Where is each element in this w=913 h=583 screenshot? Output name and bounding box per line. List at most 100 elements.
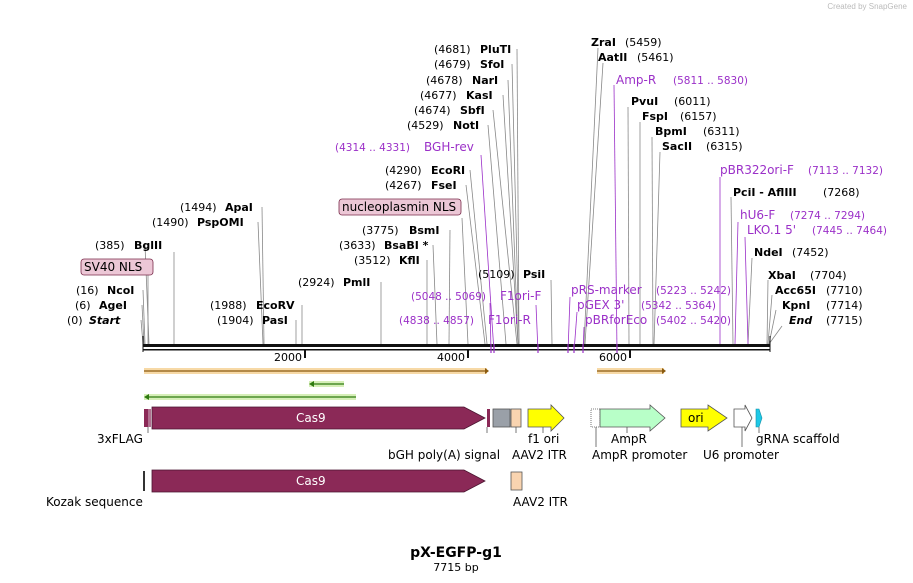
enzyme-name: NcoI bbox=[107, 284, 134, 297]
grna-scaffold bbox=[755, 408, 763, 428]
feature-labels: 3xFLAG bGH poly(A) signal f1 ori AAV2 IT… bbox=[97, 432, 840, 462]
enzyme-pos: (1988) bbox=[210, 299, 247, 312]
primer-name: Amp-R bbox=[616, 73, 656, 87]
primer-range: (4314 .. 4331) bbox=[335, 142, 410, 154]
enzyme-pos: (3512) bbox=[354, 254, 391, 267]
enzyme-pos: (2924) bbox=[298, 276, 335, 289]
primer-range: (7274 .. 7294) bbox=[790, 210, 865, 222]
ruler-label: 4000 bbox=[437, 351, 465, 364]
primer-name: LKO.1 5' bbox=[747, 223, 796, 237]
ampr-arrow bbox=[599, 404, 666, 432]
enzyme-name: PciI - AflIII bbox=[733, 186, 797, 199]
enzyme-name: KpnI bbox=[782, 299, 810, 312]
nucleoplasmin-nls-label: nucleoplasmin NLS bbox=[338, 198, 462, 216]
enzyme-name: BsaBI * bbox=[384, 239, 429, 252]
enzyme-pos: (0) bbox=[67, 314, 83, 327]
flag-label: 3xFLAG bbox=[97, 432, 143, 446]
enzyme-name: EcoRV bbox=[256, 299, 295, 312]
ampr-label: AmpR bbox=[611, 432, 647, 446]
u6-promoter-label: U6 promoter bbox=[703, 448, 779, 462]
enzyme-name: Start bbox=[89, 314, 121, 327]
enzyme-name: SacII bbox=[662, 140, 692, 153]
itr-feature bbox=[510, 408, 522, 428]
sequence-backbone bbox=[142, 336, 771, 352]
enzyme-pos: (4290) bbox=[385, 164, 422, 177]
primer-name: pRS-marker bbox=[571, 283, 642, 297]
enzyme-pos: (6315) bbox=[706, 140, 743, 153]
sv40-nls-label: SV40 NLS bbox=[80, 258, 154, 276]
enzyme-pos: (7715) bbox=[826, 314, 863, 327]
enzyme-name: ZraI bbox=[591, 36, 616, 49]
bgh-label: bGH poly(A) signal bbox=[388, 448, 500, 462]
enzyme-name: BglII bbox=[134, 239, 162, 252]
itr-feature-2 bbox=[510, 471, 523, 491]
enzyme-pos: (7710) bbox=[826, 284, 863, 297]
enzyme-pos: (6311) bbox=[703, 125, 740, 138]
label-leader-lines bbox=[140, 47, 783, 345]
enzyme-name: Acc65I bbox=[775, 284, 816, 297]
primer-name: pGEX 3' bbox=[577, 298, 624, 312]
f1-ori-label: f1 ori bbox=[528, 432, 559, 446]
enzyme-name: NdeI bbox=[754, 246, 783, 259]
enzyme-name: XbaI bbox=[768, 269, 796, 282]
enzyme-pos: (5461) bbox=[637, 51, 674, 64]
enzyme-pos: (6011) bbox=[674, 95, 711, 108]
enzyme-pos: (4267) bbox=[385, 179, 422, 192]
ampr-promoter-label: AmpR promoter bbox=[592, 448, 687, 462]
primer-name: F1ori-F bbox=[500, 289, 541, 303]
primer-range: (5342 .. 5364) bbox=[641, 300, 716, 312]
enzyme-pos: (4678) bbox=[426, 74, 463, 87]
primer-range: (5048 .. 5069) bbox=[411, 291, 486, 303]
enzyme-name: KasI bbox=[466, 89, 493, 102]
enzyme-pos: (4674) bbox=[414, 104, 451, 117]
enzyme-pos: (7452) bbox=[792, 246, 829, 259]
flag-feature bbox=[144, 409, 148, 427]
enzyme-pos: (7714) bbox=[826, 299, 863, 312]
primer-range: (4838 .. 4857) bbox=[399, 315, 474, 327]
enzyme-name: BpmI bbox=[655, 125, 687, 138]
cas9-arrow-2 bbox=[151, 469, 486, 493]
primer-name: hU6-F bbox=[740, 208, 775, 222]
orf-tracks bbox=[144, 368, 666, 400]
primer-ticks bbox=[490, 344, 618, 353]
enzyme-name: PasI bbox=[262, 314, 288, 327]
ori-label: ori bbox=[688, 411, 704, 425]
enzyme-name: SfoI bbox=[480, 58, 504, 71]
enzyme-pos: (7704) bbox=[810, 269, 847, 282]
plasmid-title: pX-EGFP-g1 bbox=[410, 545, 502, 561]
enzyme-name: End bbox=[789, 314, 812, 327]
enzyme-pos: (4679) bbox=[434, 58, 471, 71]
feature-track: Cas9 ori bbox=[144, 404, 763, 447]
enzyme-name: NarI bbox=[472, 74, 498, 87]
primer-range: (5811 .. 5830) bbox=[673, 75, 748, 87]
cas9-label: Cas9 bbox=[296, 411, 326, 425]
enzyme-pos: (4677) bbox=[420, 89, 457, 102]
plasmid-length: 7715 bp bbox=[433, 561, 478, 574]
primer-name: pBRforEco bbox=[585, 313, 647, 327]
f1-ori-arrow bbox=[527, 404, 565, 432]
primer-range: (7113 .. 7132) bbox=[808, 165, 883, 177]
u6-arrow bbox=[733, 404, 753, 432]
primer-range: (5402 .. 5420) bbox=[656, 315, 731, 327]
enzyme-name: PvuI bbox=[631, 95, 658, 108]
svg-text:nucleoplasmin NLS: nucleoplasmin NLS bbox=[342, 200, 456, 214]
enzyme-pos: (4529) bbox=[407, 119, 444, 132]
ori-arrow bbox=[680, 404, 728, 432]
primer-name: BGH-rev bbox=[424, 140, 474, 154]
cas9-label-2: Cas9 bbox=[296, 474, 326, 488]
enzyme-pos: (7268) bbox=[823, 186, 860, 199]
grna-scaffold-label: gRNA scaffold bbox=[756, 432, 840, 446]
enzyme-pos: (3775) bbox=[362, 224, 399, 237]
enzyme-name: AatII bbox=[598, 51, 627, 64]
enzyme-name: ApaI bbox=[225, 201, 253, 214]
enzyme-pos: (16) bbox=[76, 284, 99, 297]
enzyme-name: PluTI bbox=[480, 43, 511, 56]
ruler-label: 6000 bbox=[599, 351, 627, 364]
enzyme-pos: (5459) bbox=[625, 36, 662, 49]
enzyme-pos: (3633) bbox=[339, 239, 376, 252]
primer-leader-lines bbox=[480, 84, 749, 353]
enzyme-labels-left: (0) Start (6) AgeI (16) NcoI (385) BglII… bbox=[67, 43, 545, 327]
enzyme-name: SbfI bbox=[460, 104, 485, 117]
itr-label-2: AAV2 ITR bbox=[513, 495, 568, 509]
